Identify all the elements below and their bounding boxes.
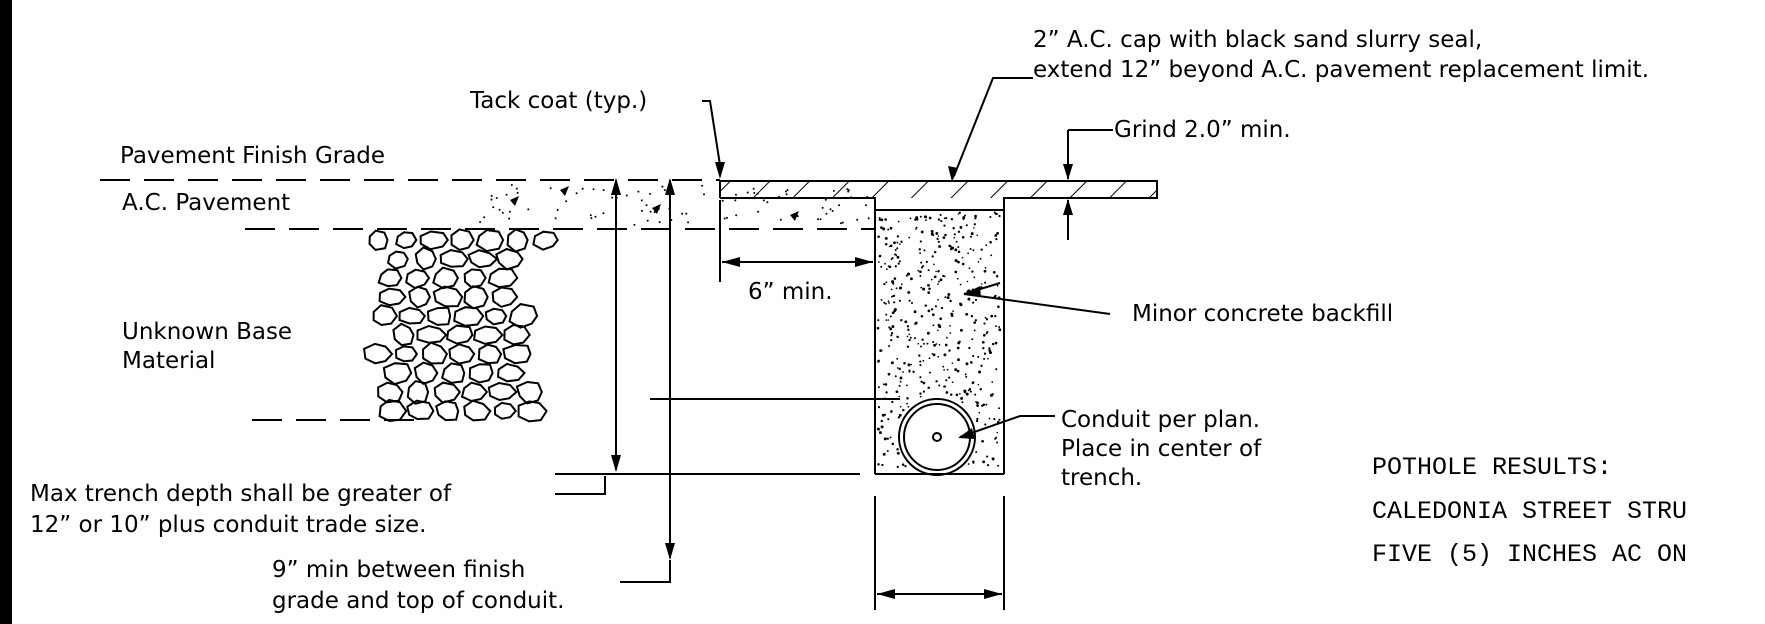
label-cap-line1: 2” A.C. cap with black sand slurry seal, (1033, 27, 1483, 53)
ac-pavement-aggregate (479, 184, 870, 226)
concrete-backfill-stipple (876, 211, 1002, 469)
conduit-outer (898, 398, 976, 476)
sheet-border (0, 0, 12, 624)
label-pavement-finish-grade: Pavement Finish Grade (120, 143, 386, 169)
label-nine-min-2: grade and top of conduit. (272, 588, 565, 614)
label-six-min: 6” min. (748, 279, 833, 305)
label-conduit-2: Place in center of (1061, 436, 1262, 462)
label-max-depth-1: Max trench depth shall be greater of (30, 481, 452, 507)
label-cap-line2: extend 12” beyond A.C. pavement replacem… (1033, 57, 1650, 83)
pothole-results-line2: CALEDONIA STREET STRU (1372, 497, 1688, 526)
label-conduit-1: Conduit per plan. (1061, 407, 1261, 433)
base-material-rocks (363, 228, 559, 423)
label-minor-backfill: Minor concrete backfill (1132, 301, 1394, 327)
label-max-depth-2: 12” or 10” plus conduit trade size. (30, 512, 427, 538)
conduit-center (932, 432, 942, 442)
label-nine-min-1: 9” min between finish (272, 557, 526, 583)
label-conduit-3: trench. (1061, 465, 1143, 491)
label-ac-pavement: A.C. Pavement (122, 190, 291, 216)
pothole-results-line3: FIVE (5) INCHES AC ON (1372, 540, 1688, 569)
pothole-results-heading: POTHOLE RESULTS: (1372, 453, 1613, 482)
label-grind: Grind 2.0” min. (1114, 117, 1291, 143)
label-unknown-base-1: Unknown Base (122, 319, 293, 345)
label-unknown-base-2: Material (122, 348, 216, 374)
ac-cap-hatch (720, 181, 1157, 198)
label-tack-coat: Tack coat (typ.) (470, 88, 648, 114)
